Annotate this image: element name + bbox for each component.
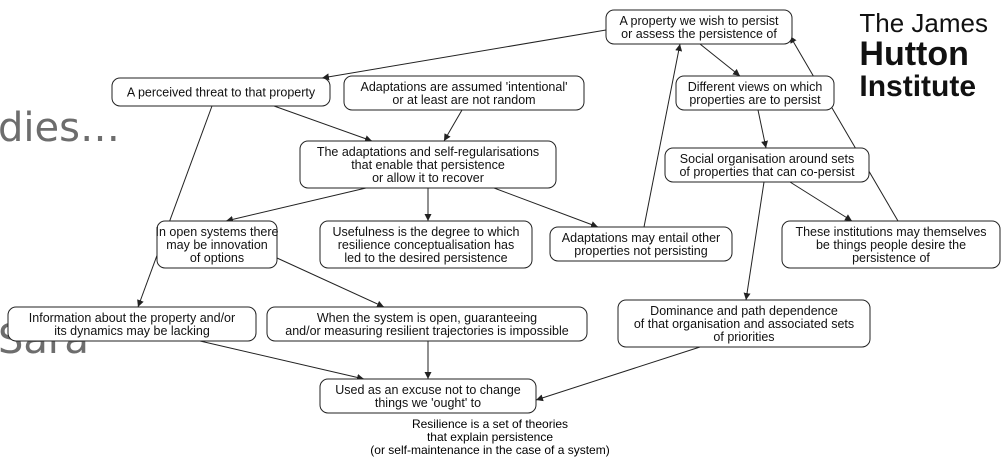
node-text-line: or assess the persistence of bbox=[621, 27, 777, 41]
node-text-line: These institutions may themselves bbox=[795, 225, 986, 239]
node-box bbox=[7, 306, 257, 342]
node-text-line: that enable that persistence bbox=[351, 158, 505, 172]
james-hutton-institute-logo: The James Hutton Institute bbox=[859, 8, 988, 104]
node-text-line: The adaptations and self-regularisations bbox=[317, 145, 539, 159]
node-text-line: may be innovation bbox=[166, 238, 268, 252]
node-text-line: or allow it to recover bbox=[372, 171, 484, 185]
edge-arrow bbox=[443, 109, 463, 142]
node-text-line: Adaptations may entail other bbox=[562, 231, 720, 245]
node-text-line: of that organisation and associated sets bbox=[634, 317, 854, 331]
caption-line: Resilience is a set of theories bbox=[411, 417, 569, 431]
edge-arrow bbox=[321, 29, 607, 81]
edge-arrow bbox=[643, 43, 683, 228]
node-text-line: things we 'ought' to bbox=[375, 396, 481, 410]
node-box bbox=[617, 299, 871, 348]
node-box bbox=[549, 226, 733, 262]
node-text-line: Adaptations are assumed 'intentional' bbox=[361, 80, 568, 94]
node-text-line: A property we wish to persist bbox=[619, 14, 779, 28]
edge-arrow bbox=[199, 340, 365, 381]
node-box bbox=[319, 378, 537, 414]
node-information-lacking: Information about the property and/orits… bbox=[7, 306, 257, 342]
node-text-line: of options bbox=[190, 251, 244, 265]
node-box bbox=[343, 75, 585, 111]
node-system-open: When the system is open, guaranteeingand… bbox=[266, 306, 588, 342]
node-usefulness: Usefulness is the degree to whichresilie… bbox=[319, 220, 533, 269]
edge-arrow bbox=[699, 43, 741, 77]
node-box bbox=[266, 306, 588, 342]
node-text-line: Different views on which bbox=[688, 80, 823, 94]
node-text-line: properties are to persist bbox=[689, 93, 821, 107]
edge-arrow bbox=[137, 105, 213, 308]
node-text-line: Usefulness is the degree to which bbox=[333, 225, 520, 239]
edge-arrow bbox=[535, 346, 701, 402]
node-text-line: Used as an excuse not to change bbox=[335, 383, 521, 397]
diagram-caption: Resilience is a set of theories that exp… bbox=[340, 418, 640, 457]
background-slide-text-fragment: dies… bbox=[0, 105, 120, 151]
edge-arrow bbox=[789, 35, 899, 222]
node-text-line: properties not persisting bbox=[574, 244, 707, 258]
node-text-line: Dominance and path dependence bbox=[650, 304, 838, 318]
node-box bbox=[299, 140, 557, 189]
node-text-line: resilience conceptualisation has bbox=[338, 238, 515, 252]
node-text-line: of properties that can co-persist bbox=[679, 165, 855, 179]
logo-line-1: The James bbox=[859, 8, 988, 38]
edge-arrow bbox=[743, 181, 765, 301]
caption-line: that explain persistence bbox=[426, 430, 554, 444]
node-text-line: or at least are not random bbox=[392, 93, 535, 107]
node-text-line: led to the desired persistence bbox=[344, 251, 507, 265]
node-box bbox=[675, 75, 835, 111]
node-text-line: its dynamics may be lacking bbox=[54, 324, 210, 338]
node-box bbox=[111, 77, 331, 107]
edge-arrow bbox=[225, 187, 367, 223]
caption-line: (or self-maintenance in the case of a sy… bbox=[370, 443, 610, 457]
logo-line-3: Institute bbox=[859, 70, 977, 104]
edge-arrow bbox=[493, 187, 599, 228]
node-box bbox=[605, 9, 793, 45]
node-text-line: Information about the property and/or bbox=[29, 311, 235, 325]
node-text-line: A perceived threat to that property bbox=[127, 86, 316, 100]
logo-line-2: Hutton bbox=[859, 35, 969, 74]
node-box bbox=[781, 220, 1001, 269]
edge-arrow bbox=[273, 105, 373, 142]
node-text-line: and/or measuring resilient trajectories … bbox=[285, 324, 569, 338]
node-text-line: persistence of bbox=[852, 251, 930, 265]
node-box bbox=[664, 147, 870, 183]
node-adaptations-intentional: Adaptations are assumed 'intentional'or … bbox=[343, 75, 585, 111]
edge-arrow bbox=[789, 181, 853, 222]
node-text-line: be things people desire the bbox=[816, 238, 966, 252]
node-text-line: Social organisation around sets bbox=[680, 152, 854, 166]
edge-arrow bbox=[276, 257, 385, 308]
edge-arrow bbox=[757, 109, 768, 149]
node-box bbox=[319, 220, 533, 269]
node-adaptations-self-reg: The adaptations and self-regularisations… bbox=[299, 140, 557, 189]
node-box bbox=[156, 220, 278, 269]
node-text-line: of priorities bbox=[713, 330, 774, 344]
node-text-line: In open systems there bbox=[156, 225, 279, 239]
node-text-line: When the system is open, guaranteeing bbox=[317, 311, 537, 325]
node-perceived-threat: A perceived threat to that property bbox=[111, 77, 331, 107]
